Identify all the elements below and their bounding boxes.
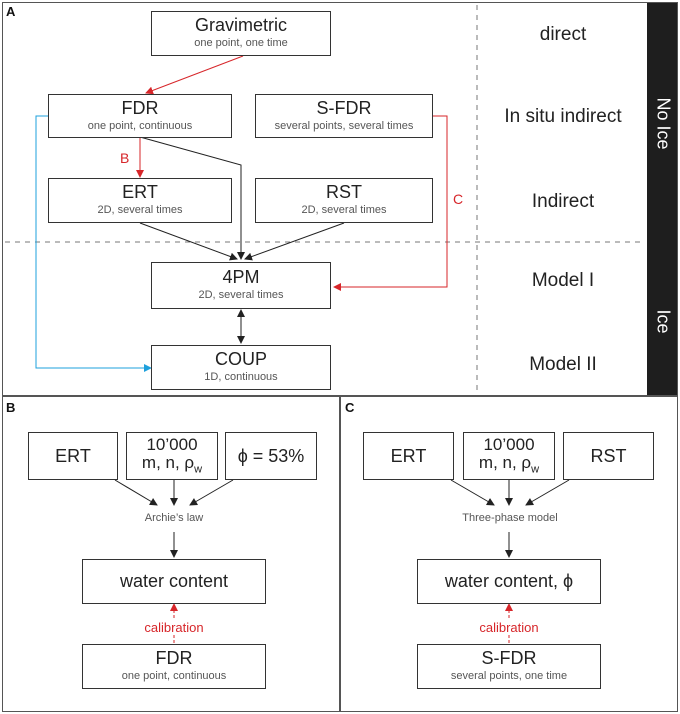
c-arrow-ert-model	[450, 479, 495, 506]
arrow-sfdr-4pm	[333, 115, 448, 291]
sfdr-title: S-FDR	[316, 97, 372, 118]
b-params-top: 10’000	[146, 435, 198, 455]
b-arrow-phi-law	[189, 479, 234, 506]
c-three-phase-model: Three-phase model	[462, 512, 558, 524]
b-phi-title: ϕ = 53%	[237, 445, 305, 466]
arrow-fdr-4pm	[139, 136, 245, 260]
rst-title: RST	[326, 182, 362, 203]
b-arrow-ert-law	[114, 479, 158, 506]
coup-sub: 1D, continuous	[204, 371, 278, 384]
c-sfdr-title: S-FDR	[481, 648, 537, 669]
b-fdr-box: FDR one point, continuous	[82, 644, 266, 689]
b-params-sub: w	[194, 463, 203, 476]
level-model-2: Model II	[529, 354, 597, 375]
gravimetric-title: Gravimetric	[194, 15, 287, 36]
fdr-title: FDR	[121, 97, 159, 118]
b-params-bottom: m, n, ρw	[141, 452, 203, 476]
b-ert-title: ERT	[55, 445, 91, 466]
c-params-bottom: m, n, ρw	[478, 452, 540, 476]
panel-c-label: C	[345, 400, 355, 415]
b-fdr-sub: one point, continuous	[121, 670, 227, 683]
coup-box: COUP 1D, continuous	[151, 345, 331, 390]
c-sfdr-box: S-FDR several points, one time	[417, 644, 601, 689]
panel-a-label: A	[6, 4, 16, 19]
rst-box: RST 2D, several times	[255, 178, 433, 223]
sfdr-box: S-FDR several points, several times	[255, 94, 433, 138]
arrow-fdr-coup	[35, 115, 152, 372]
c-ert-box: ERT	[363, 432, 454, 480]
c-sfdr-sub: several points, one time	[450, 670, 568, 683]
b-phi-box: ϕ = 53%	[225, 432, 317, 480]
arrow-c-label: C	[453, 191, 464, 207]
fdr-box: FDR one point, continuous	[48, 94, 232, 138]
arrow-gravimetric-fdr	[145, 55, 244, 95]
b-result-box: water content	[82, 559, 266, 604]
b-result-title: water content	[119, 571, 229, 592]
ice-side-bar: No Ice Ice	[647, 3, 677, 395]
b-calibration-label: calibration	[110, 620, 238, 635]
panel-b-frame	[2, 396, 340, 712]
b-params-box: 10’000 m, n, ρw	[126, 432, 218, 480]
c-params-sub: w	[531, 463, 540, 476]
panel-a-frame	[2, 2, 678, 396]
rst-sub: 2D, several times	[301, 204, 387, 217]
c-calibration-label: calibration	[445, 620, 573, 635]
gravimetric-sub: one point, one time	[194, 37, 288, 50]
fdr-sub: one point, continuous	[87, 119, 193, 132]
ert-title: ERT	[122, 182, 158, 203]
ert-sub: 2D, several times	[97, 204, 183, 217]
c-ert-title: ERT	[390, 445, 427, 466]
arrow-ert-4pm	[139, 222, 238, 261]
gravimetric-box: Gravimetric one point, one time	[151, 11, 331, 56]
level-in-situ: In situ indirect	[504, 106, 622, 127]
arrow-b-label: B	[120, 150, 130, 166]
c-rst-title: RST	[590, 445, 627, 466]
sfdr-sub: several points, several times	[274, 119, 414, 132]
c-params-box: 10’000 m, n, ρw	[463, 432, 555, 480]
panel-c-frame	[340, 396, 678, 712]
fourpm-box: 4PM 2D, several times	[151, 262, 331, 309]
arrow-rst-4pm	[244, 222, 345, 261]
c-arrow-rst-model	[525, 479, 570, 506]
b-fdr-title: FDR	[155, 648, 193, 669]
level-model-1: Model I	[531, 270, 595, 291]
fourpm-sub: 2D, several times	[198, 289, 284, 302]
b-ert-box: ERT	[28, 432, 118, 480]
coup-title: COUP	[214, 349, 267, 370]
c-params-top: 10’000	[483, 435, 535, 455]
c-rst-box: RST	[563, 432, 654, 480]
level-indirect: Indirect	[531, 191, 595, 212]
panel-b-label: B	[6, 400, 16, 415]
level-direct: direct	[539, 24, 587, 45]
c-result-title: water content, ϕ	[444, 571, 574, 592]
ert-box: ERT 2D, several times	[48, 178, 232, 223]
c-result-box: water content, ϕ	[417, 559, 601, 604]
b-archies-law: Archie’s law	[144, 512, 204, 524]
fourpm-title: 4PM	[222, 267, 260, 288]
